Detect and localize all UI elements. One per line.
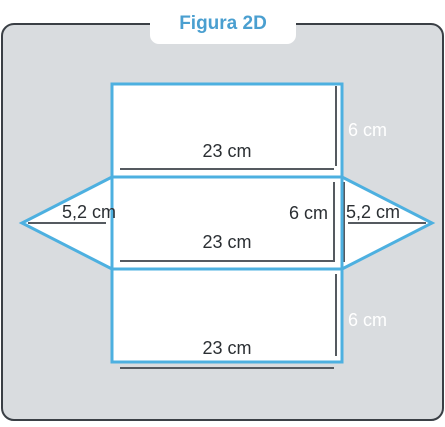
right-triangle-label: 5,2 cm: [346, 202, 400, 222]
diagram-title: Figura 2D: [179, 13, 267, 34]
middle-height-label: 6 cm: [289, 203, 328, 223]
left-triangle-outline: [18, 174, 114, 272]
right-triangle-outline: [340, 174, 436, 272]
top-height-label: 6 cm: [348, 120, 387, 140]
bottom-height-label: 6 cm: [348, 310, 387, 330]
title-tab: [150, 2, 296, 44]
net-outline: [18, 82, 436, 364]
middle-width-label: 23 cm: [202, 232, 251, 252]
dimension-labels: 23 cm 23 cm 23 cm 6 cm 5,2 cm 5,2 cm 6 c…: [62, 120, 400, 358]
left-triangle-label: 5,2 cm: [62, 202, 116, 222]
bottom-rectangle-face: [112, 269, 342, 362]
measure-lines: [28, 86, 426, 369]
top-rectangle-face: [112, 84, 342, 177]
middle-rectangle-face: [112, 177, 342, 269]
bottom-rectangle-outline: [110, 267, 344, 364]
bottom-width-label: 23 cm: [202, 338, 251, 358]
top-width-label: 23 cm: [202, 141, 251, 161]
